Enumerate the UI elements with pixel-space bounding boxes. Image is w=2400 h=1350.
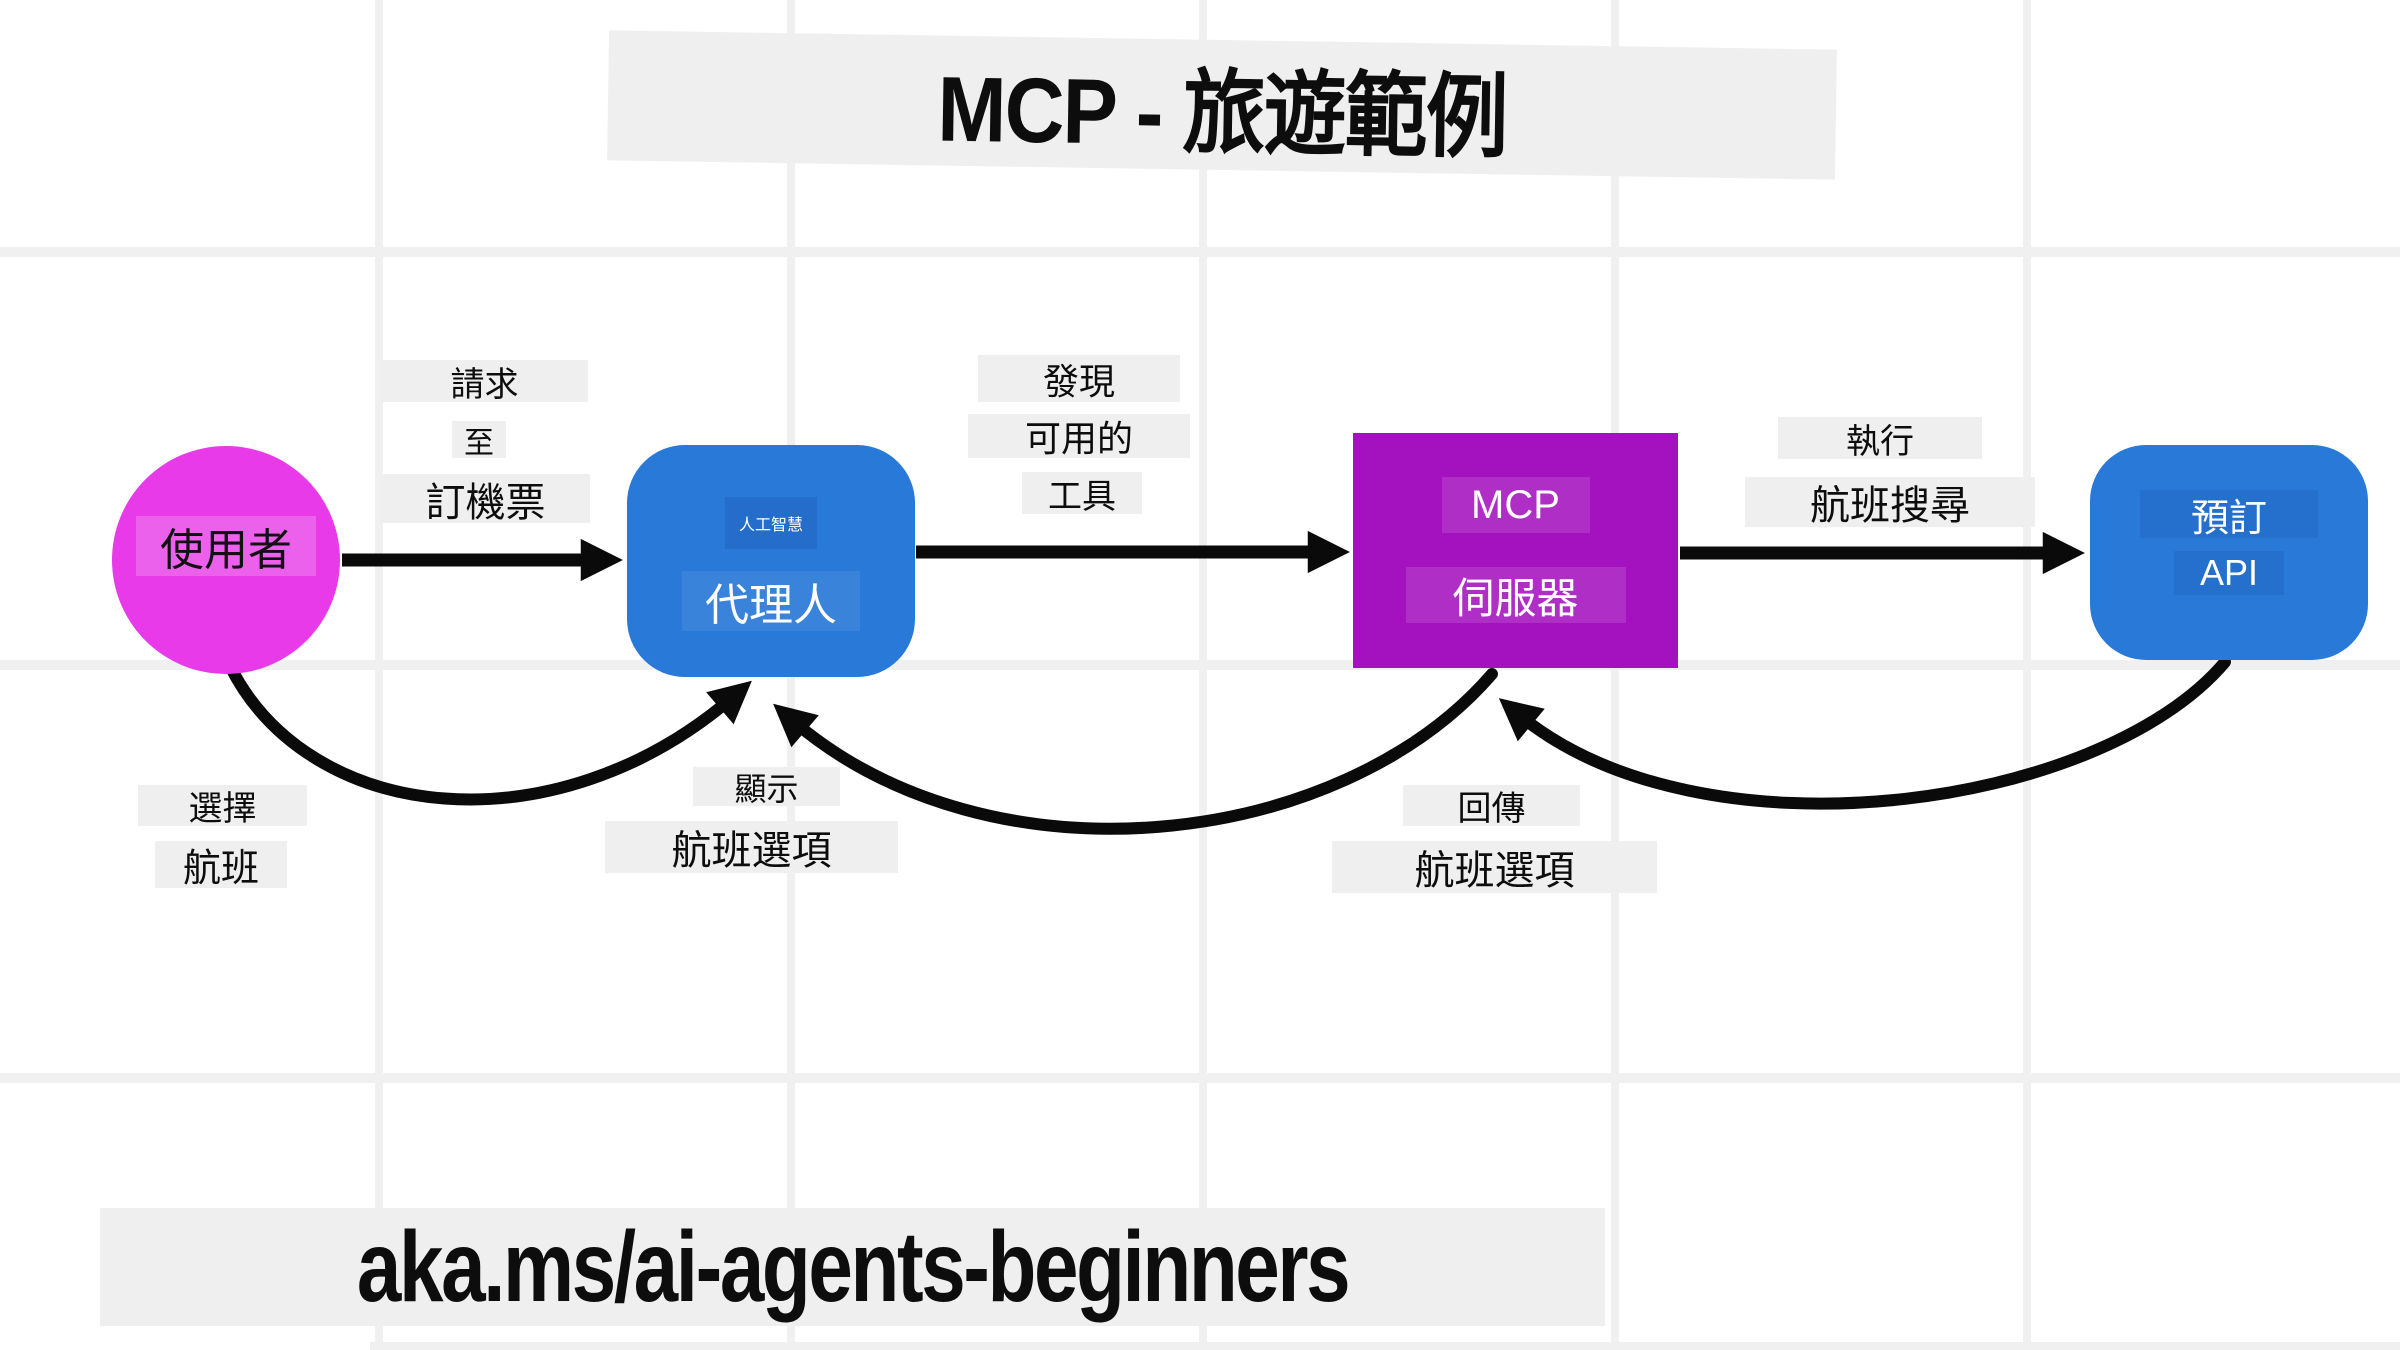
mcp-server-node-label: 伺服器 [1405,567,1626,623]
edge-label-execute-1: 執行 [1778,417,1982,461]
booking-api-node: 預訂 API [2090,445,2368,660]
whiteboard-grid-line [370,1342,2400,1350]
edge-label-discover-1: 發現 [978,355,1180,402]
booking-api-node-label: API [2174,551,2284,595]
ai-agent-node-label: 代理人 [682,571,860,631]
edge-label-request-2: 至 [452,421,506,460]
ai-agent-node-sublabel: 人工智慧 [724,497,818,549]
footer-url: aka.ms/ai-agents-beginners [356,1210,1351,1323]
title-banner: MCP - 旅遊範例 [607,30,1837,180]
mcp-server-node-sublabel: MCP [1441,477,1590,533]
edge-label-display-1: 顯示 [693,767,840,807]
ai-agent-node: 人工智慧 代理人 [627,445,915,677]
edge-label-return-2: 航班選項 [1332,841,1657,893]
mcp-server-node: MCP 伺服器 [1353,433,1678,668]
booking-api-node-sublabel: 預訂 [2140,490,2318,540]
edge-label-discover-2: 可用的 [968,414,1190,459]
edge-label-return-1: 回傳 [1403,785,1580,828]
edge-label-request-3: 訂機票 [381,474,590,525]
page-title: MCP - 旅遊範例 [936,58,1508,169]
edge-label-select-2: 航班 [155,841,287,890]
edge-label-select-1: 選擇 [138,785,307,828]
edge-label-display-2: 航班選項 [605,821,898,873]
edge-label-request-1: 請求 [381,360,588,404]
footer-banner: aka.ms/ai-agents-beginners [100,1208,1605,1326]
edge-label-discover-3: 工具 [1022,472,1142,516]
user-node: 使用者 [112,446,340,674]
user-node-label: 使用者 [136,516,316,576]
edge-label-execute-2: 航班搜尋 [1745,477,2035,528]
